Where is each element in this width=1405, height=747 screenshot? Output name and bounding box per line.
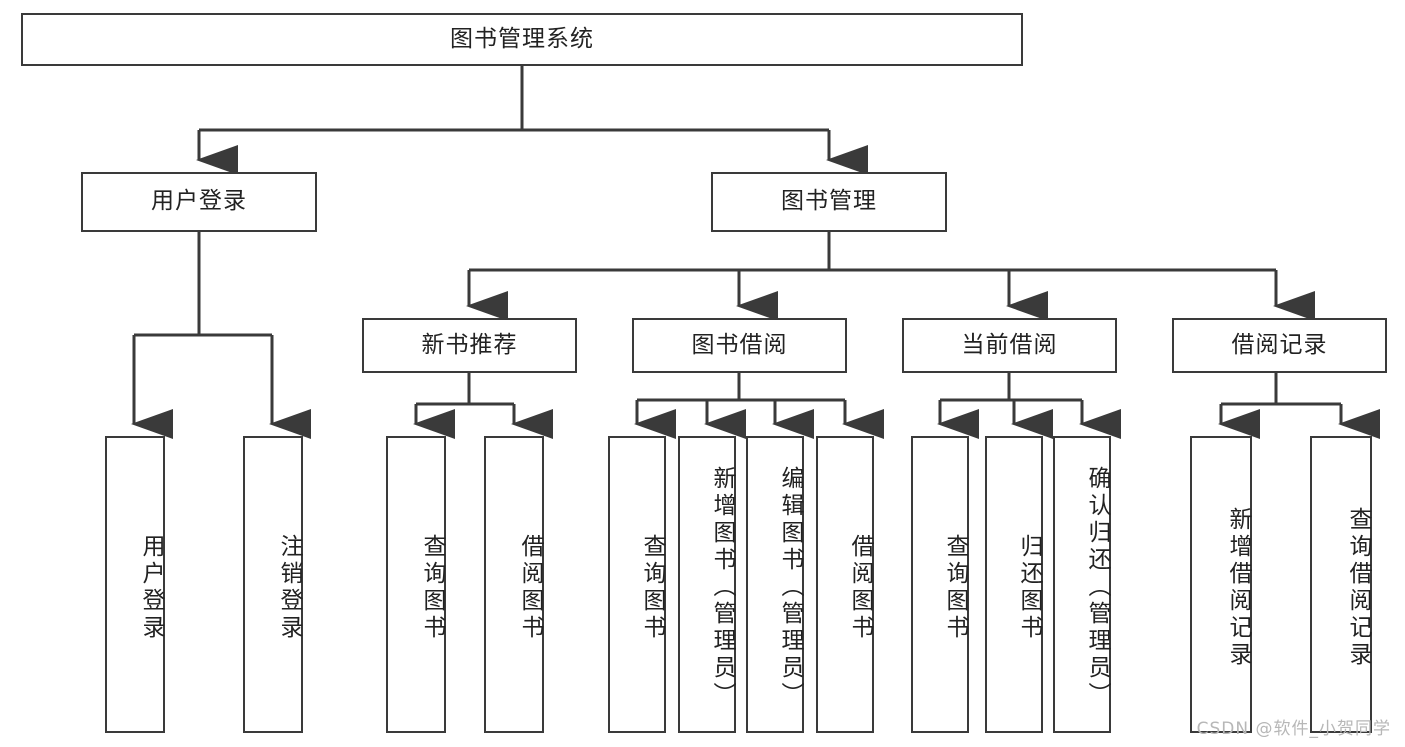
node-new-book-rec-label: 新书推荐 (421, 331, 518, 358)
node-new-book-rec[interactable]: 新书推荐 (362, 318, 577, 373)
node-book-borrow-label: 图书借阅 (691, 331, 788, 358)
node-leaf-return-book-label: 归还图书 (1016, 533, 1042, 642)
node-root-label: 图书管理系统 (450, 25, 594, 52)
node-book-borrow[interactable]: 图书借阅 (632, 318, 847, 373)
node-leaf-return-book[interactable]: 归还图书 (985, 436, 1043, 733)
node-leaf-borrow-book-2[interactable]: 借阅图书 (816, 436, 874, 733)
node-leaf-borrow-book-2-label: 借阅图书 (847, 533, 873, 642)
node-leaf-logout[interactable]: 注销登录 (243, 436, 303, 733)
node-leaf-add-record-label: 新增借阅记录 (1225, 506, 1251, 669)
node-leaf-logout-label: 注销登录 (276, 533, 302, 642)
node-current-borrow[interactable]: 当前借阅 (902, 318, 1117, 373)
node-leaf-add-book[interactable]: 新增图书（管理员） (678, 436, 736, 733)
node-leaf-query-book-1[interactable]: 查询图书 (386, 436, 446, 733)
node-leaf-edit-book[interactable]: 编辑图书（管理员） (746, 436, 804, 733)
node-user-login[interactable]: 用户登录 (81, 172, 317, 232)
node-current-borrow-label: 当前借阅 (961, 331, 1058, 358)
node-book-manage[interactable]: 图书管理 (711, 172, 947, 232)
node-leaf-edit-book-label: 编辑图书（管理员） (777, 466, 803, 709)
node-book-manage-label: 图书管理 (781, 188, 877, 215)
node-leaf-user-login[interactable]: 用户登录 (105, 436, 165, 733)
node-leaf-query-book-2-label: 查询图书 (639, 533, 665, 642)
node-leaf-query-book-3-label: 查询图书 (942, 533, 968, 642)
node-leaf-add-book-label: 新增图书（管理员） (709, 466, 735, 709)
node-borrow-record[interactable]: 借阅记录 (1172, 318, 1387, 373)
node-leaf-confirm-return[interactable]: 确认归还（管理员） (1053, 436, 1111, 733)
node-leaf-query-record[interactable]: 查询借阅记录 (1310, 436, 1372, 733)
node-leaf-add-record[interactable]: 新增借阅记录 (1190, 436, 1252, 733)
node-leaf-query-book-1-label: 查询图书 (419, 533, 445, 642)
watermark: CSDN @软件_小贺同学 (1196, 719, 1391, 739)
node-leaf-confirm-return-label: 确认归还（管理员） (1084, 466, 1110, 709)
node-leaf-query-book-3[interactable]: 查询图书 (911, 436, 969, 733)
node-leaf-borrow-book-1-label: 借阅图书 (517, 533, 543, 642)
node-leaf-query-book-2[interactable]: 查询图书 (608, 436, 666, 733)
node-root[interactable]: 图书管理系统 (21, 13, 1023, 66)
node-leaf-borrow-book-1[interactable]: 借阅图书 (484, 436, 544, 733)
node-leaf-user-login-label: 用户登录 (138, 533, 164, 642)
node-borrow-record-label: 借阅记录 (1231, 331, 1328, 358)
node-user-login-label: 用户登录 (151, 188, 247, 215)
node-leaf-query-record-label: 查询借阅记录 (1345, 506, 1371, 669)
